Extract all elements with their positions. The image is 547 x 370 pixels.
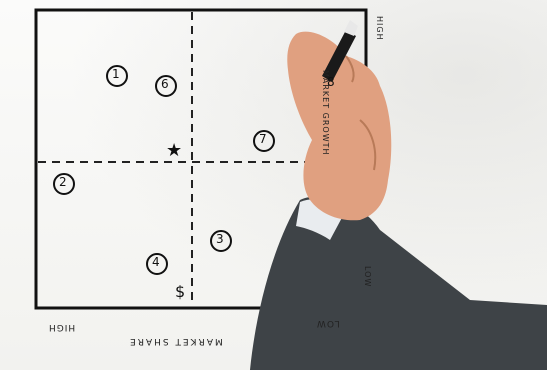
marker-label-2: 2 (59, 175, 67, 189)
marker-label-1: 1 (112, 67, 120, 81)
marker-label-3: 3 (216, 232, 224, 246)
dollar-symbol: $ (175, 282, 185, 301)
marker-label-4: 4 (152, 255, 160, 269)
y-axis-high-label: HIGH (375, 16, 384, 41)
x-axis-title: MARKET SHARE (128, 336, 223, 346)
y-axis-low-label: LOW (363, 266, 372, 287)
star-symbol: ★ (166, 140, 182, 161)
marker-label-6: 6 (161, 77, 169, 91)
marker-label-7: 7 (259, 132, 267, 146)
x-axis-high-label: HIGH (48, 322, 75, 332)
y-axis-title: MARKET GROWTH (321, 70, 330, 156)
suit-sleeve (250, 196, 547, 370)
x-axis-low-label: LOW (316, 318, 340, 328)
